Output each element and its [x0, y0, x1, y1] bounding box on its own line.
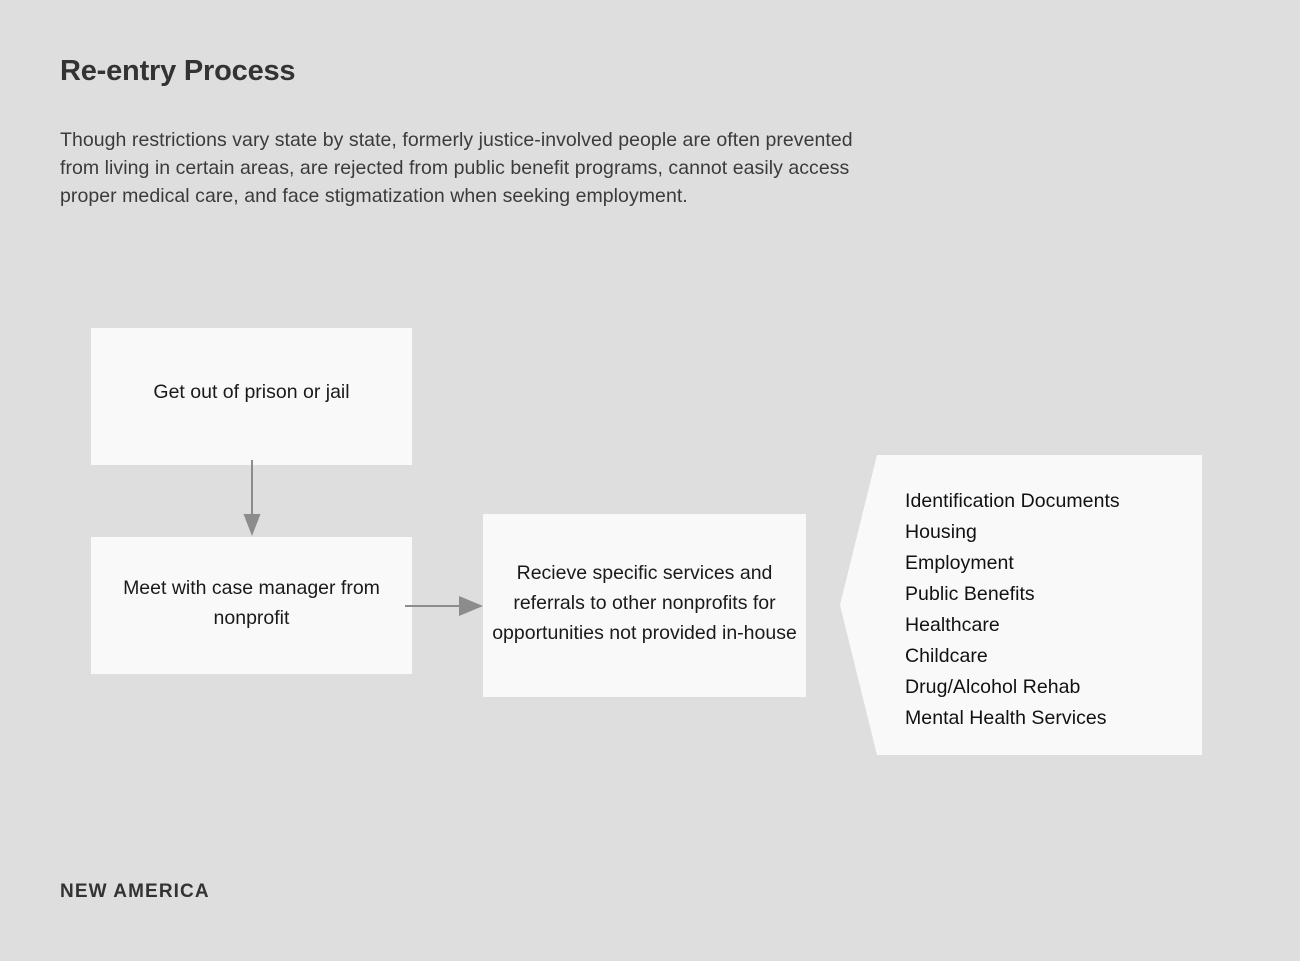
- list-item: Employment: [905, 552, 1014, 574]
- list-item: Housing: [905, 521, 977, 543]
- list-item: Identification Documents: [905, 490, 1120, 512]
- list-item: Childcare: [905, 645, 988, 667]
- list-item: Healthcare: [905, 614, 1000, 636]
- flow-step-case-manager-label: Meet with case manager from nonprofit: [123, 576, 380, 629]
- page-subtitle: Though restrictions vary state by state,…: [60, 129, 853, 207]
- arrow-right-case-manager-to-services: [405, 596, 483, 616]
- flow-step-services: Recieve specific services and referrals …: [483, 514, 806, 697]
- flow-step-case-manager: Meet with case manager from nonprofit: [91, 537, 412, 674]
- arrow-down-release-to-case-manager: [243, 460, 261, 536]
- list-item: Mental Health Services: [905, 707, 1107, 729]
- new-america-logo: NEW AMERICA: [60, 881, 210, 902]
- flow-step-services-label: Recieve specific services and referrals …: [492, 561, 797, 644]
- list-item: Drug/Alcohol Rehab: [905, 676, 1081, 698]
- services-list-panel: Identification Documents Housing Employm…: [840, 455, 1202, 755]
- page-title: Re-entry Process: [60, 55, 296, 87]
- list-item: Public Benefits: [905, 583, 1035, 605]
- flow-step-release-label: Get out of prison or jail: [153, 380, 350, 403]
- flow-step-release: Get out of prison or jail: [91, 328, 412, 465]
- services-list: Identification Documents Housing Employm…: [905, 486, 1120, 734]
